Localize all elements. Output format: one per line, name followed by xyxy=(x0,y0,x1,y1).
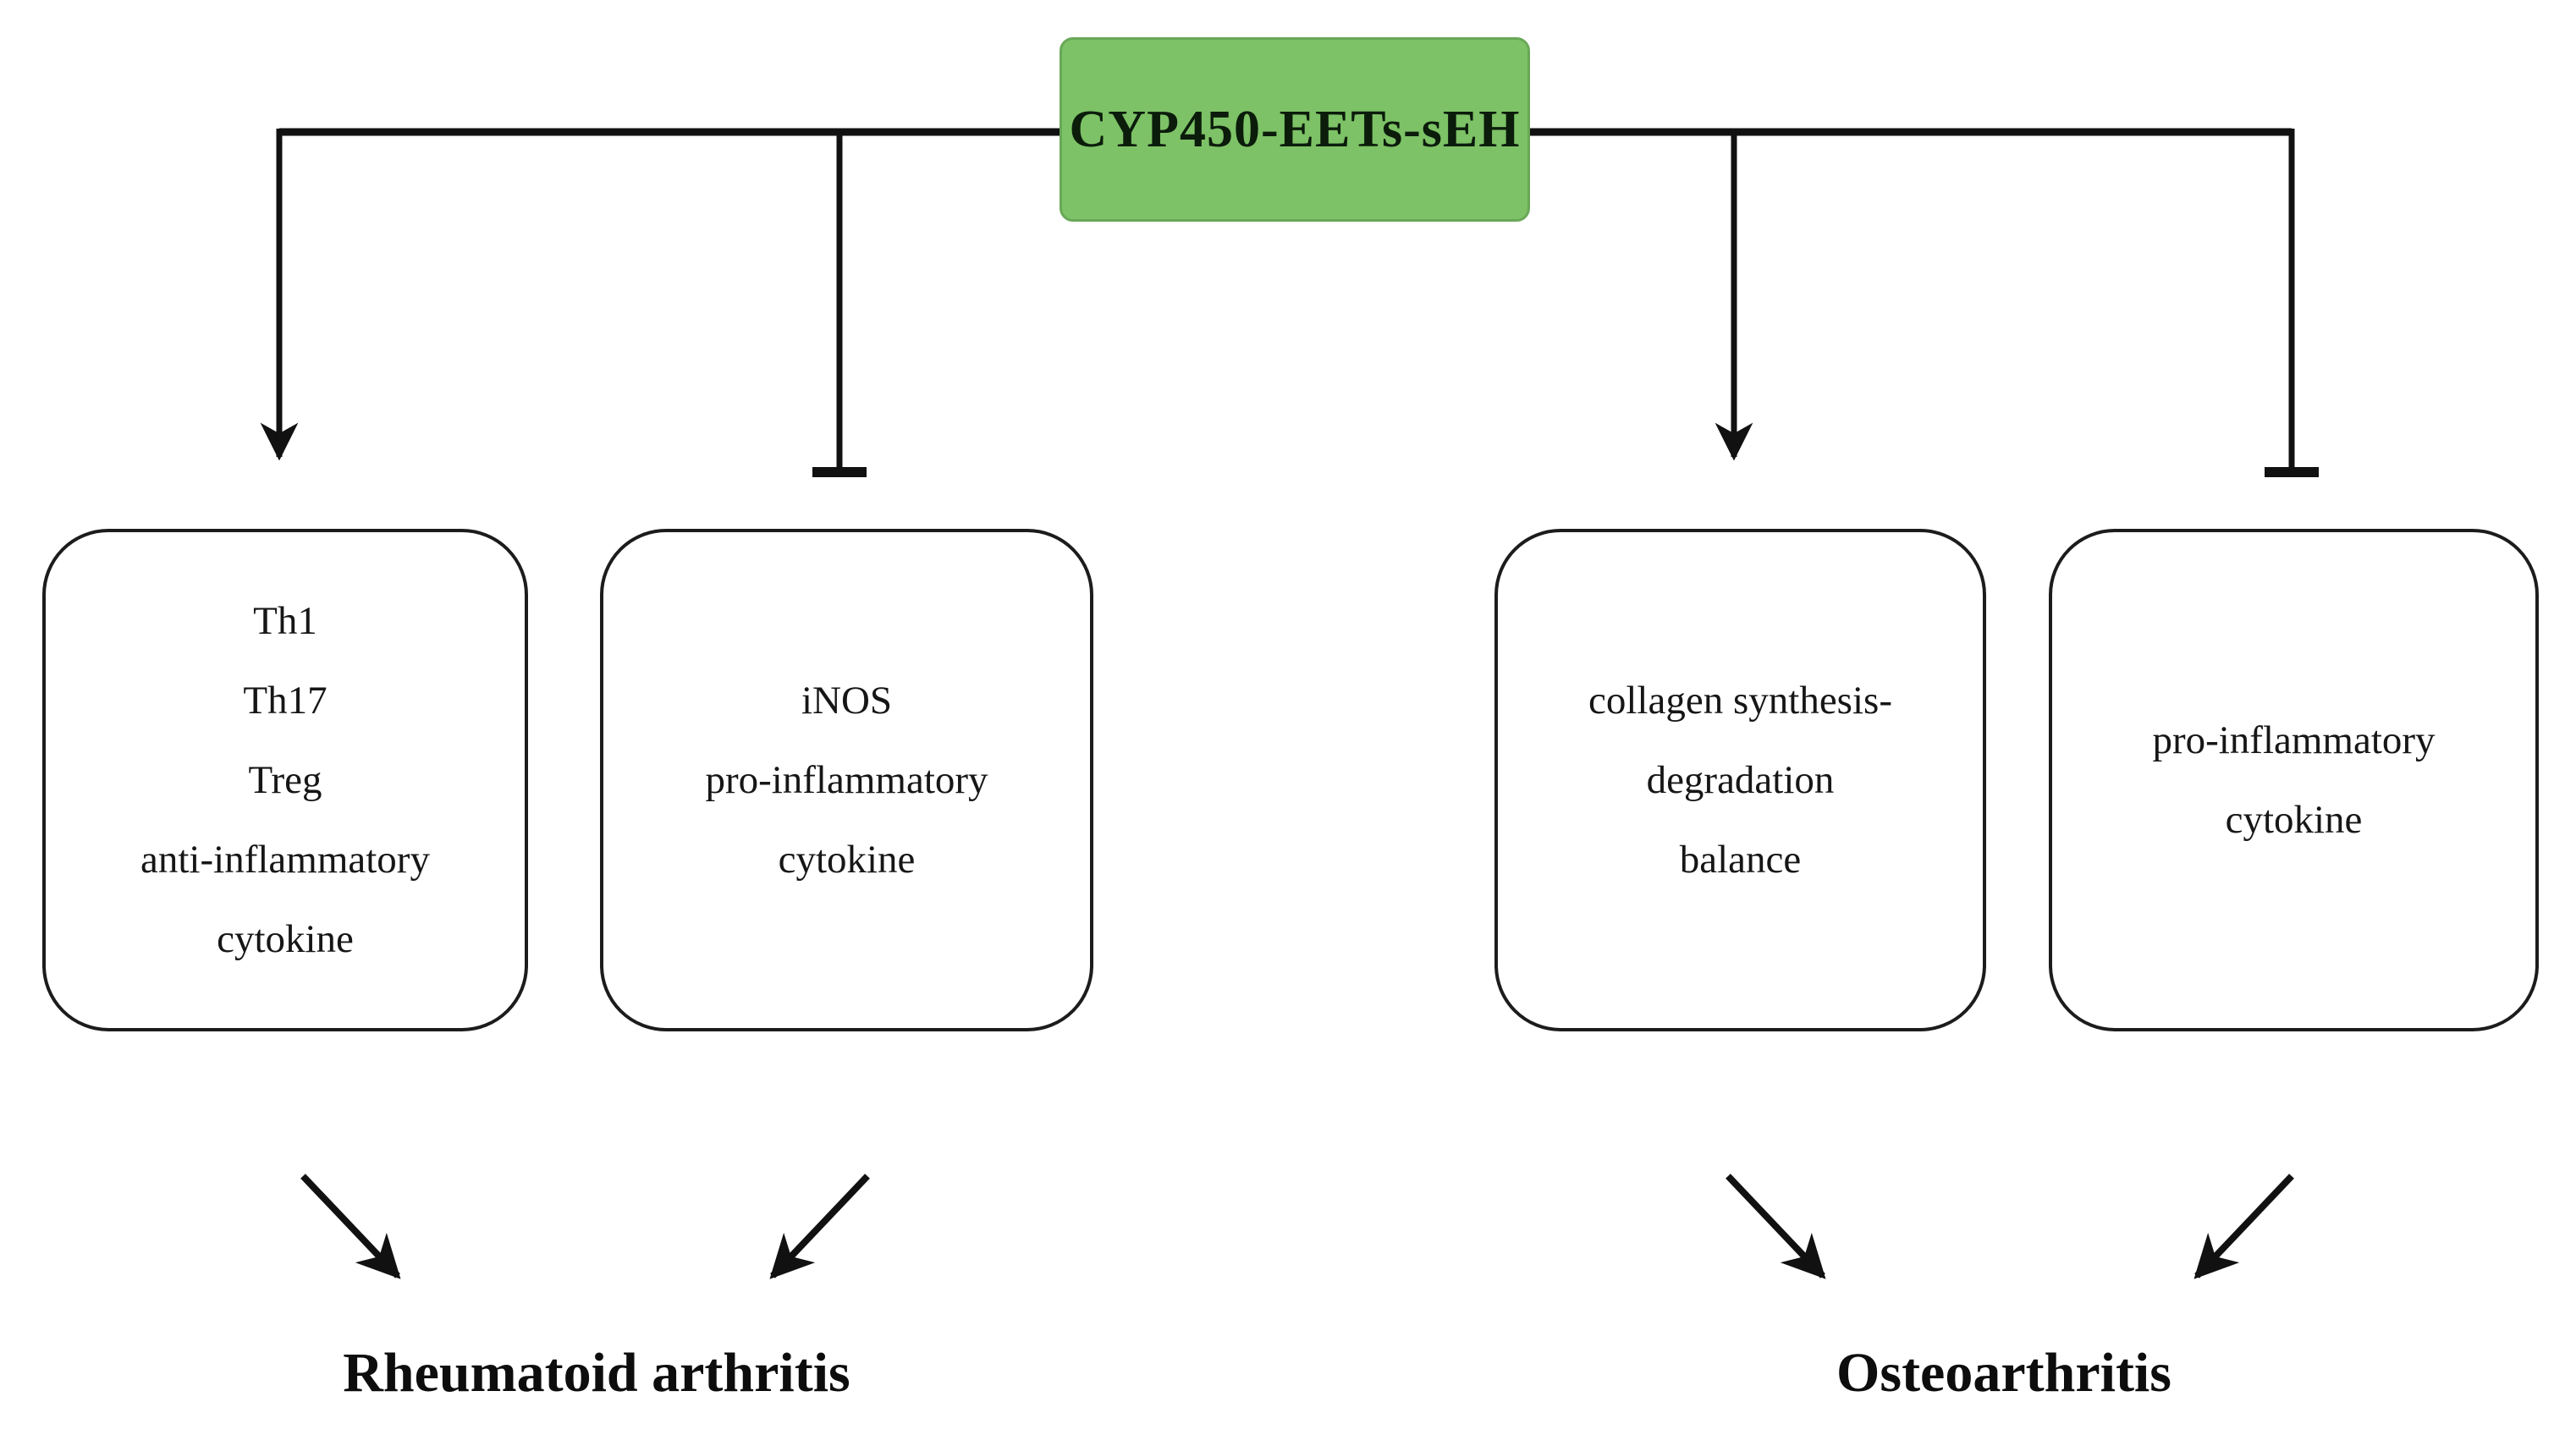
node-line: cytokine xyxy=(2225,798,2363,842)
converge-arrow-box1-to-ra xyxy=(300,1174,401,1279)
node-line: Th17 xyxy=(243,679,328,723)
node-line: pro-inflammatory xyxy=(705,758,988,802)
node-line: anti-inflammatory xyxy=(140,838,430,882)
node-pro-inflammatory-cytokine: pro-inflammatory cytokine xyxy=(2049,529,2539,1031)
node-line: degradation xyxy=(1646,758,1835,802)
node-line: collagen synthesis- xyxy=(1588,679,1892,723)
node-line: Th1 xyxy=(253,599,317,643)
node-inos: iNOS pro-inflammatory cytokine xyxy=(600,529,1093,1031)
converge-arrow-box2-to-ra xyxy=(769,1174,870,1279)
node-line: cytokine xyxy=(217,917,354,961)
node-collagen-balance: collagen synthesis- degradation balance xyxy=(1494,529,1986,1031)
source-node-cyp450-eets-seh: CYP450-EETs-sEH xyxy=(1060,37,1530,222)
node-line: cytokine xyxy=(778,838,916,882)
source-node-label: CYP450-EETs-sEH xyxy=(1069,100,1521,158)
node-line: balance xyxy=(1679,838,1802,882)
node-line: iNOS xyxy=(801,679,893,723)
node-th-cells: Th1 Th17 Treg anti-inflammatory cytokine xyxy=(42,529,528,1031)
converge-arrow-box4-to-oa xyxy=(2193,1174,2294,1279)
node-line: pro-inflammatory xyxy=(2152,718,2436,762)
converge-arrow-box3-to-oa xyxy=(1726,1174,1826,1279)
node-line: Treg xyxy=(248,758,322,802)
disease-label-osteoarthritis: Osteoarthritis xyxy=(1836,1342,2171,1404)
disease-label-rheumatoid-arthritis: Rheumatoid arthritis xyxy=(343,1342,850,1404)
